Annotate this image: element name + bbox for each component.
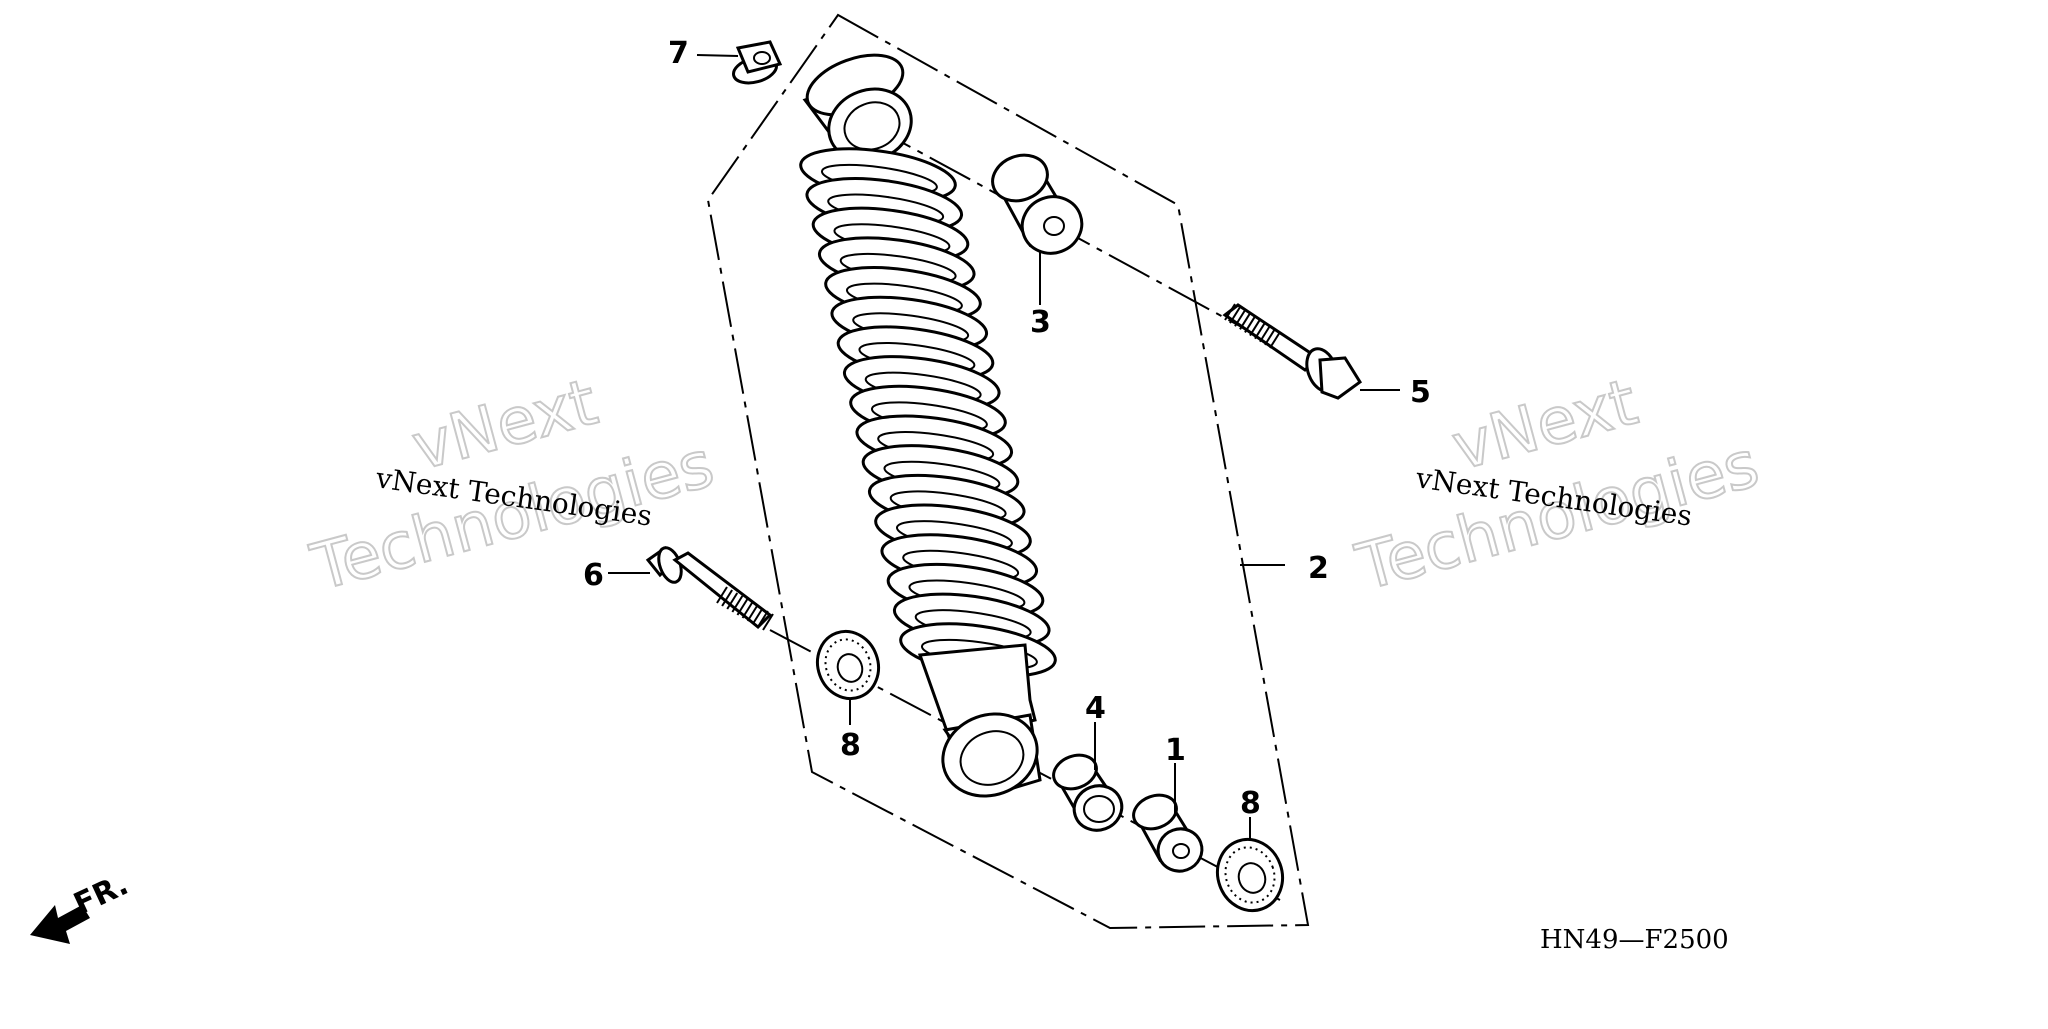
front-arrow-icon [30,905,90,944]
shock-upper-eye [802,53,913,163]
upper-flange-bolt [1222,303,1363,400]
lower-flange-bolt [645,545,774,631]
bolt-thread [762,613,774,631]
lower-bush [1132,793,1204,873]
shock-spring [799,147,1057,678]
bolt-thread [1254,322,1266,340]
bolt-thread [1224,303,1236,321]
callout-8-left: 8 [840,728,861,763]
assembly-boundary [706,13,1310,930]
callout-3: 3 [1030,305,1051,340]
dust-seal-upper-left [816,629,880,701]
bolt-thread [1269,331,1281,349]
flange-nut [732,40,783,85]
callout-7: 7 [668,36,689,71]
bolt-thread [731,595,744,613]
diagram-code: HN49—F2500 [1540,925,1729,955]
callout-1: 1 [1165,733,1186,768]
bolt-thread [1259,325,1271,343]
shock-lower-eye [941,712,1042,798]
bolt-thread [751,607,764,625]
bolt-thread [746,604,759,622]
callout-5: 5 [1410,375,1431,410]
bolt-thread [1249,319,1261,337]
bolt-thread [1264,328,1276,346]
leader-7 [696,54,739,57]
callout-4: 4 [1085,691,1106,726]
bolt-thread [1234,309,1246,327]
callout-6: 6 [583,558,604,593]
bolt-thread [726,592,739,610]
front-direction-marker: FR. [30,867,134,944]
bolt-thread [721,589,733,607]
dust-seal-lower-right [1216,837,1284,913]
upper-bush [991,153,1084,255]
bolt-thread [1239,312,1251,330]
collar [1052,753,1124,832]
callout-2: 2 [1308,551,1329,586]
bolt-thread [757,610,769,628]
bolt-thread [716,586,728,604]
bolt-thread [1229,306,1241,324]
bolt-thread [736,598,749,616]
callout-8-right: 8 [1240,786,1261,821]
bolt-thread [1244,315,1256,333]
bolt-thread [741,601,754,619]
